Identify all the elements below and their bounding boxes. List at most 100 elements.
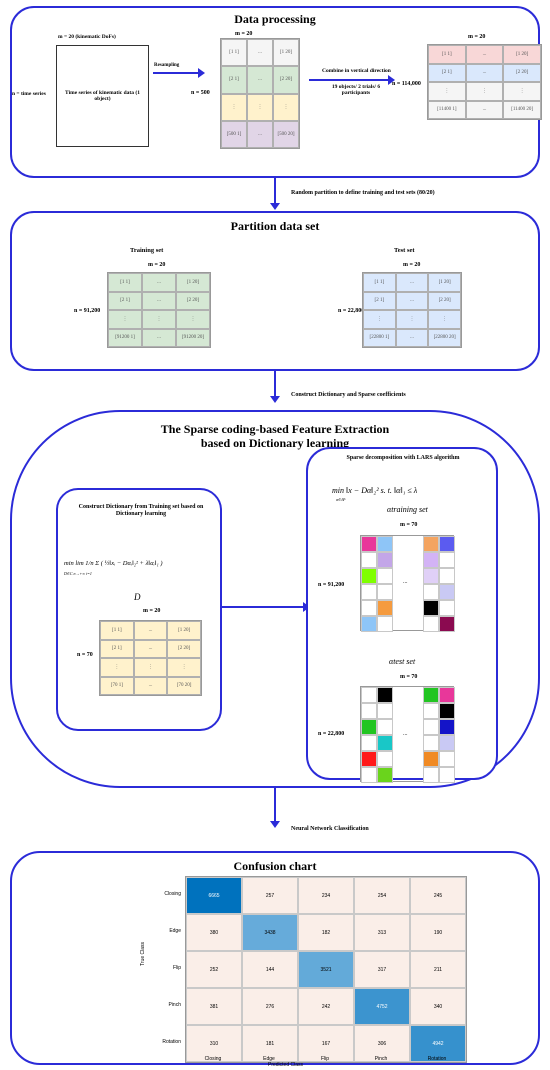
matrix-cell: [2 20] [167,639,201,658]
coefficient-square [439,616,455,632]
panel-title: Data processing [234,12,316,26]
matrix-cell: [91200 20] [176,328,210,347]
combine-sub-label: 19 objects/ 2 trials/ 6 participants [331,84,381,97]
matrix-cell: [1 20] [428,273,461,292]
dictionary-formula: min lim 1/n Σ ( ½‖xᵢ − Dαᵢ‖₂² + λ‖αᵢ‖₁ ) [64,560,163,567]
matrix-cell: [70 20] [167,676,201,695]
column-label: Flip [320,1056,330,1062]
classification-arrow [270,788,280,828]
combined-matrix: [1 1]...[1 20][2 1]...[2 20]⋮⋮⋮[11400 1]… [427,44,542,120]
n-500-label: n = 500 [191,90,210,96]
matrix-cell: ⋮ [167,658,201,677]
coefficient-square [423,735,439,751]
resampled-matrix: [1 1]...[1 20][2 1]...[2 20]⋮⋮⋮[500 1]..… [220,38,300,149]
m-test-label: m = 20 [403,262,421,268]
confusion-cell: 242 [298,988,354,1025]
coefficient-square [439,735,455,751]
m-train-label: m = 20 [148,262,166,268]
confusion-cell: 3438 [242,914,298,951]
matrix-cell: [1 20] [503,45,541,64]
coefficient-square [439,584,455,600]
coefficient-square [439,751,455,767]
time-series-box: Time series of kinematic data (1 object) [56,45,149,147]
sparse-formula-sub: α∈ℝᵏ [336,497,346,502]
n-dict-label: n = 70 [77,652,93,658]
confusion-cell: 276 [242,988,298,1025]
coefficient-square [423,568,439,584]
m-alpha-train-label: m = 70 [400,522,418,528]
matrix-cell: [2 1] [363,291,396,310]
coefficient-square [377,687,393,703]
matrix-cell: ... [133,621,168,640]
row-label: Flip [172,965,181,971]
matrix-cell: [70 1] [100,676,134,695]
sparse-decomposition-box [306,447,498,780]
combine-arrow [309,75,395,85]
confusion-cell: 144 [242,951,298,988]
row-label: Pinch [168,1002,181,1008]
alpha-train-ellipsis: ... [403,579,408,585]
test-matrix: [1 1]...[1 20][2 1]...[2 20]⋮⋮⋮[22800 1]… [362,272,462,348]
panel-title-line-2: based on Dictionary learning [200,436,350,450]
coefficient-square [439,552,455,568]
matrix-cell: [2 20] [176,291,210,310]
matrix-cell: [2 20] [428,291,461,310]
matrix-cell: ⋮ [395,310,429,329]
dictionary-arrow [270,371,280,403]
coefficient-square [423,703,439,719]
m-label-2: m = 20 [235,31,253,37]
coefficient-square [361,703,377,719]
confusion-cell: 380 [186,914,242,951]
confusion-cell: 4752 [354,988,410,1025]
row-label: Rotation [162,1039,181,1045]
matrix-cell: ⋮ [465,82,504,101]
column-label: Edge [263,1056,275,1062]
dictionary-arrow-label: Construct Dictionary and Sparse coeffici… [291,392,406,398]
coefficient-square [361,687,377,703]
coefficient-square [377,703,393,719]
matrix-cell: [2 20] [503,63,541,82]
coefficient-square [377,735,393,751]
dictionary-D-symbol: D [134,592,141,602]
matrix-cell: [1 20] [167,621,201,640]
matrix-cell: [11400 1] [428,100,466,119]
confusion-cell: 4942 [410,1025,466,1062]
matrix-cell: ⋮ [221,93,247,121]
m-label: m = 20 (kinematic DoFs) [58,34,116,40]
matrix-cell: ⋮ [108,310,142,329]
confusion-cell: 257 [242,877,298,914]
true-class-label: True Class [140,942,146,966]
coefficient-square [361,568,377,584]
coefficient-square [361,536,377,552]
classification-arrow-label: Neural Network Classification [291,826,369,832]
dictionary-to-sparse-arrow [222,602,310,612]
resampling-label: Resampling [154,63,180,68]
test-set-title: Test set [394,247,415,254]
coefficient-square [423,719,439,735]
coefficient-square [361,767,377,783]
m-dict-label: m = 20 [143,608,161,614]
coefficient-square [377,767,393,783]
matrix-cell: [2 20] [273,66,299,94]
panel-title-line-1: The Sparse coding-based Feature Extracti… [160,422,390,436]
matrix-cell: [22800 1] [363,328,396,347]
matrix-cell: ... [465,63,504,82]
confusion-cell: 181 [242,1025,298,1062]
matrix-cell: [2 1] [100,639,134,658]
coefficient-square [439,767,455,783]
matrix-cell: ... [142,273,176,292]
dictionary-formula-sub: D∈C n→+∞ i=1 [64,571,92,576]
coefficient-square [423,616,439,632]
matrix-cell: [1 1] [363,273,396,292]
matrix-cell: [2 1] [221,66,247,94]
coefficient-square [361,584,377,600]
time-series-text: Time series of kinematic data (1 object) [65,90,140,102]
m-alpha-test-label: m = 70 [400,674,418,680]
matrix-cell: ... [247,120,273,148]
row-label: Edge [169,928,181,934]
confusion-cell: 306 [354,1025,410,1062]
confusion-cell: 182 [298,914,354,951]
sparse-formula: min ‖x − Dα‖₂² s. t. ‖α‖₁ ≤ λ [332,486,418,495]
matrix-cell: [1 1] [221,39,247,67]
matrix-cell: ⋮ [503,82,541,101]
